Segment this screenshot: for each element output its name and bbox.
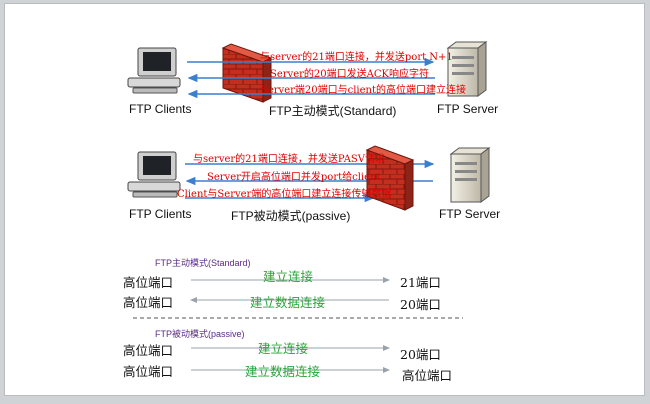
summary-active-row2-middle: 建立数据连接 bbox=[250, 295, 326, 310]
summary-active-row1-left: 高位端口 bbox=[123, 275, 174, 290]
active-message-1: 与server的21端口连接，并发送port N+1 bbox=[260, 52, 453, 63]
ftp-modes-diagram: 与server的21端口连接，并发送port N+1 Server的20端口发送… bbox=[4, 3, 645, 396]
server-icon-passive bbox=[449, 147, 491, 203]
active-mode-label: FTP主动模式(Standard) bbox=[269, 104, 397, 118]
summary-passive-row1-middle: 建立连接 bbox=[258, 341, 309, 356]
passive-message-3: Client与Server端的高位端口建立连接传输数据 bbox=[177, 189, 392, 200]
active-message-2: Server的20端口发送ACK响应字符 bbox=[270, 69, 429, 80]
summary-active-row1-right: 21端口 bbox=[400, 275, 441, 290]
summary-passive-row2-middle: 建立数据连接 bbox=[245, 364, 321, 379]
summary-passive-row1-left: 高位端口 bbox=[123, 343, 174, 358]
passive-client-label: FTP Clients bbox=[129, 207, 192, 221]
summary-passive-title: FTP被动模式(passive) bbox=[155, 329, 245, 339]
passive-message-2: Server开启高位端口并发port给client bbox=[207, 172, 381, 183]
client-computer-icon-passive bbox=[127, 151, 181, 198]
summary-passive-row2-right: 高位端口 bbox=[402, 368, 453, 383]
summary-active-row2-left: 高位端口 bbox=[123, 295, 174, 310]
client-computer-icon-active bbox=[127, 47, 181, 94]
summary-passive-row2-left: 高位端口 bbox=[123, 364, 174, 379]
summary-active-title: FTP主动模式(Standard) bbox=[155, 258, 251, 268]
firewall-icon-passive bbox=[365, 145, 415, 211]
summary-active-row1-middle: 建立连接 bbox=[263, 269, 314, 284]
diagram-graphics bbox=[127, 41, 491, 373]
passive-mode-label: FTP被动模式(passive) bbox=[231, 209, 351, 223]
passive-server-label: FTP Server bbox=[439, 207, 501, 221]
summary-active-row2-right: 20端口 bbox=[400, 297, 441, 312]
active-server-label: FTP Server bbox=[437, 102, 499, 116]
server-icon-active bbox=[446, 41, 488, 97]
active-client-label: FTP Clients bbox=[129, 102, 192, 116]
active-message-3: Server端20端口与client的高位端口建立连接 bbox=[261, 85, 466, 96]
summary-passive-row1-right: 20端口 bbox=[400, 347, 441, 362]
passive-message-1: 与server的21端口连接，并发送PASV请求 bbox=[193, 154, 386, 165]
